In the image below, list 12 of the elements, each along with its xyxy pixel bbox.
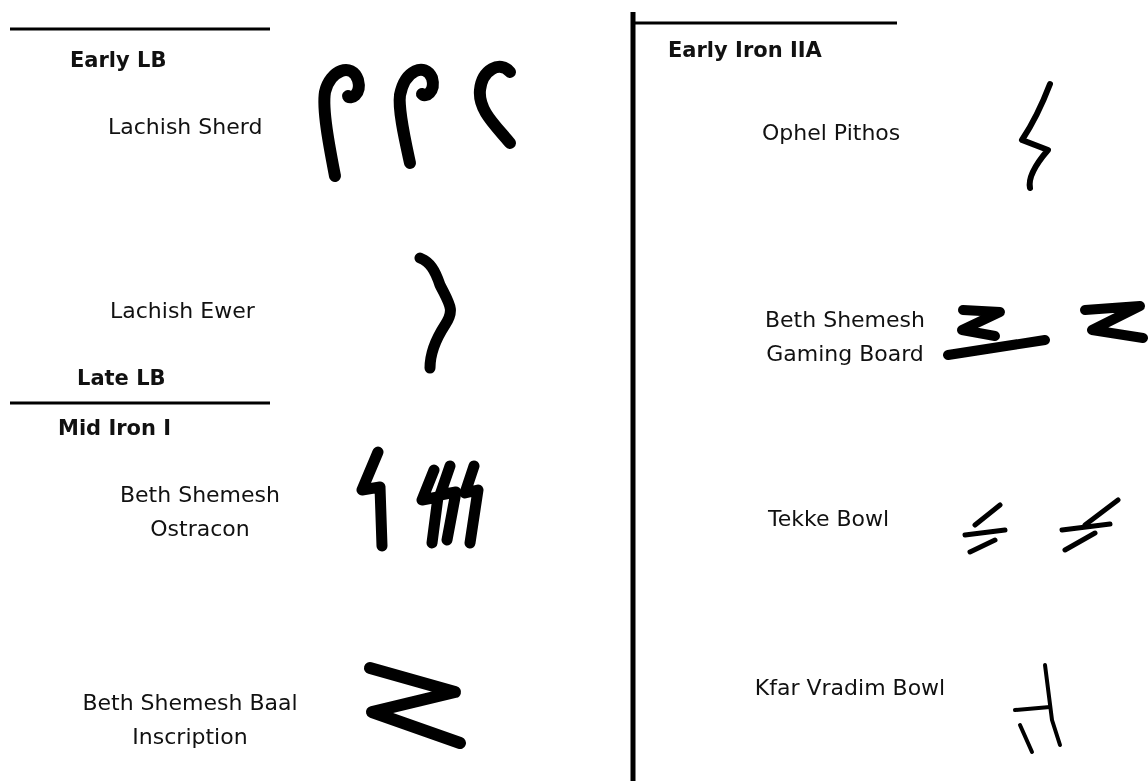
period-heading: Early LB [70,47,167,74]
inscription-name: Beth Shemesh Gaming Board [764,306,926,368]
inscription-name: Kfar Vradim Bowl [753,674,947,702]
inscription-name: Beth Shemesh Baal Inscription [81,689,299,751]
inscription-name: Lachish Sherd [108,113,263,141]
inscription-name: Ophel Pithos [762,119,901,147]
inscription-name: Tekke Bowl [768,505,890,533]
period-heading: Late LB [77,365,166,392]
inscription-name: Lachish Ewer [110,297,255,325]
inscription-name: Beth Shemesh Ostracon [119,481,281,543]
period-heading: Early Iron IIA [668,37,822,64]
period-heading: Mid Iron I [58,415,172,442]
